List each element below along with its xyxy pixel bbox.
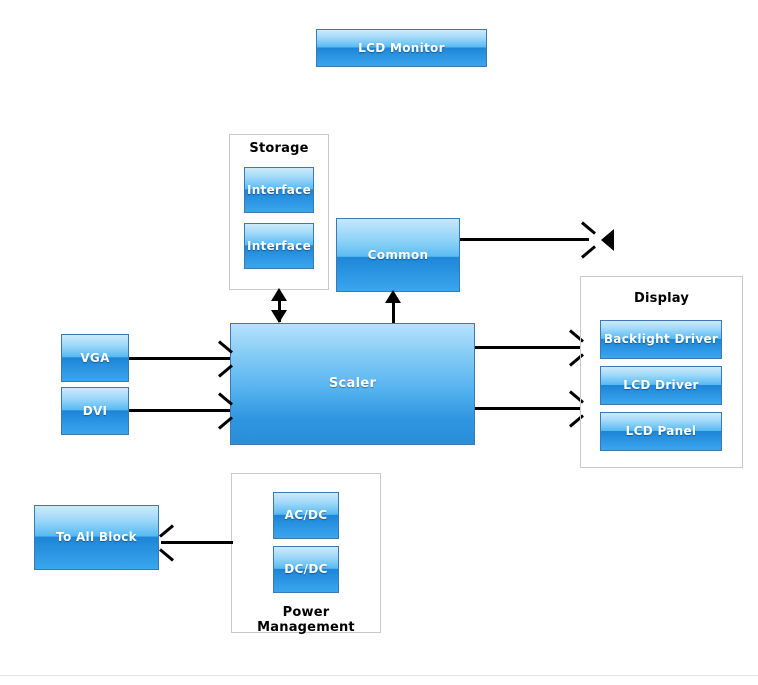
block-dc-dc-label: DC/DC [284,562,328,576]
block-lcd-driver[interactable]: LCD Driver [600,366,722,405]
arrowhead-storage-up [271,288,287,301]
block-backlight-driver[interactable]: Backlight Driver [600,320,722,359]
group-display-title: Display [634,291,689,306]
block-ac-dc[interactable]: AC/DC [273,492,339,539]
connector-scaler-to-common [392,294,395,323]
block-lcd-monitor-label: LCD Monitor [358,40,445,55]
connector-scaler-to-backlight [475,346,581,349]
connector-storage-scaler [278,292,281,322]
arrowhead-scaler-to-lcd-panel [566,399,581,419]
block-lcd-panel-label: LCD Panel [625,424,697,438]
group-power-management-title: Power Management [257,605,355,635]
block-interface-2-label: Interface [246,238,312,253]
arrowhead-scaler-down [271,310,287,323]
block-vga-label: VGA [80,350,110,365]
block-scaler-label: Scaler [328,375,377,391]
arrowhead-scaler-to-backlight [566,338,581,358]
block-lcd-monitor[interactable]: LCD Monitor [316,29,487,67]
block-dvi[interactable]: DVI [61,387,129,435]
block-common[interactable]: Common [336,218,460,292]
group-display: Display [580,276,743,468]
connector-scaler-to-lcd-panel [475,407,581,410]
block-lcd-driver-label: LCD Driver [623,378,699,392]
arrowhead-common-to-speaker [578,230,593,250]
connector-vga-to-scaler [129,357,230,360]
block-interface-2[interactable]: Interface [244,223,314,269]
connector-common-to-speaker [460,238,589,241]
speaker-icon [601,229,614,251]
block-to-all-block[interactable]: To All Block [34,505,159,570]
arrowhead-power-to-all-block [160,533,175,553]
block-interface-1-label: Interface [246,182,312,197]
block-common-label: Common [367,247,429,262]
block-scaler[interactable]: Scaler [230,323,475,445]
bottom-divider [0,675,758,676]
block-to-all-block-label: To All Block [56,530,137,544]
arrowhead-dvi-to-scaler [215,401,230,421]
connector-dvi-to-scaler [129,409,230,412]
block-dvi-label: DVI [82,403,108,418]
block-backlight-driver-label: Backlight Driver [603,332,719,346]
block-ac-dc-label: AC/DC [284,508,328,522]
block-dc-dc[interactable]: DC/DC [273,546,339,593]
arrowhead-vga-to-scaler [215,349,230,369]
block-vga[interactable]: VGA [61,334,129,382]
block-lcd-panel[interactable]: LCD Panel [600,412,722,451]
group-power-management: Power Management [231,473,381,635]
connector-power-to-all-block [161,541,233,544]
block-interface-1[interactable]: Interface [244,167,314,213]
arrowhead-scaler-to-common [385,290,401,303]
group-storage-title: Storage [249,141,309,156]
